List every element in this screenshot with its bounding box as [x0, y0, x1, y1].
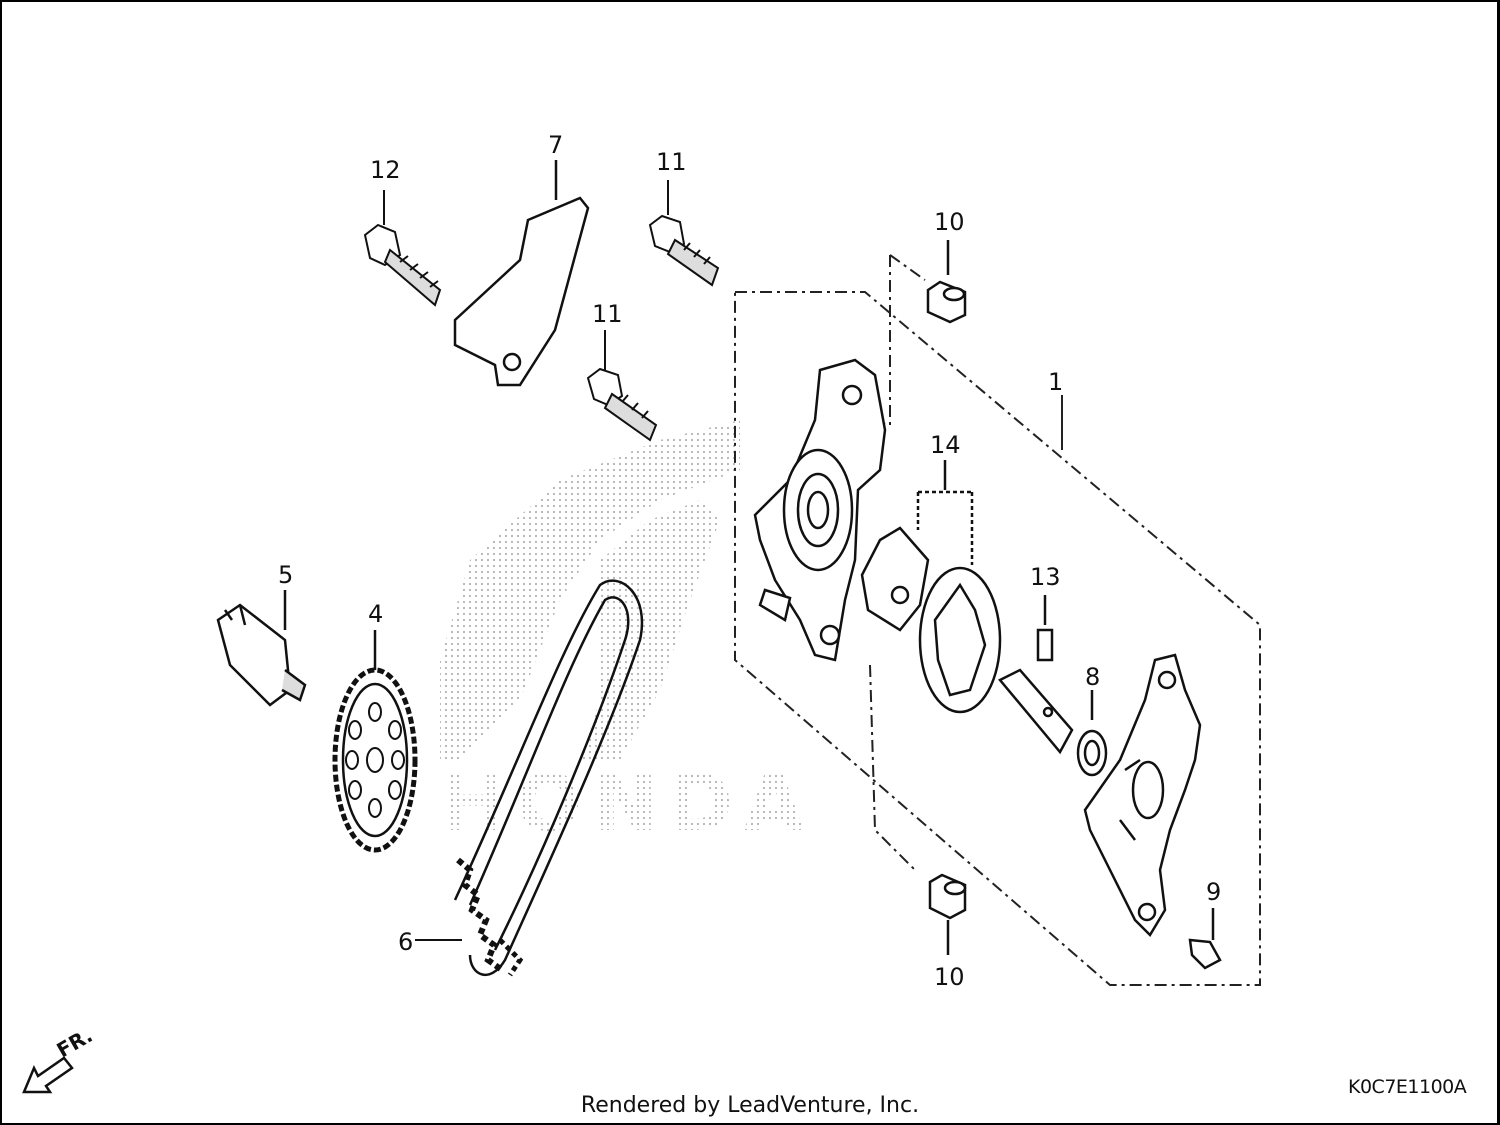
- dowel-10-upper: [926, 240, 967, 324]
- watermark-text: HONDA: [440, 759, 810, 849]
- front-marker-label: FR.: [53, 1023, 97, 1062]
- callouts: 1 4 5 6 7 8 9 10 10 11 11 12 13 14: [278, 131, 1221, 991]
- front-arrow-icon: FR.: [22, 1023, 97, 1094]
- callout-13: 13: [1030, 563, 1061, 591]
- pump-shaft: [998, 668, 1074, 755]
- callout-11-lower: 11: [592, 300, 623, 328]
- diagram-code: K0C7E1100A: [1348, 1076, 1467, 1098]
- shaft-5: [216, 590, 307, 707]
- callout-9: 9: [1206, 878, 1221, 906]
- bolt-11-upper: [648, 180, 720, 287]
- chain-6: [453, 579, 644, 977]
- callout-1: 1: [1048, 368, 1063, 396]
- bolt-9: [1188, 908, 1222, 970]
- credit-line: Rendered by LeadVenture, Inc.: [580, 1093, 920, 1118]
- callout-11-upper: 11: [656, 148, 687, 176]
- sprocket-4: [332, 630, 418, 853]
- callout-6: 6: [398, 928, 413, 956]
- callout-8: 8: [1085, 663, 1100, 691]
- washer-8: [1076, 690, 1108, 777]
- callout-14: 14: [930, 431, 961, 459]
- callout-4: 4: [368, 600, 383, 628]
- callout-10-upper: 10: [934, 208, 965, 236]
- callout-10-lower: 10: [934, 963, 965, 991]
- bolt-12: [363, 190, 442, 307]
- pump-cover: [1083, 653, 1202, 938]
- front-direction-marker: FR.: [20, 1020, 120, 1105]
- pump-body: [753, 358, 887, 662]
- callout-7: 7: [548, 131, 563, 159]
- bracket-7: [453, 160, 590, 387]
- bolt-11-lower: [586, 330, 658, 442]
- pin-13: [1036, 595, 1054, 662]
- callout-12: 12: [370, 156, 401, 184]
- callout-5: 5: [278, 561, 293, 589]
- rotor-14: [860, 460, 1002, 714]
- dowel-10-lower: [928, 873, 967, 955]
- honda-watermark: HONDA: [440, 420, 810, 849]
